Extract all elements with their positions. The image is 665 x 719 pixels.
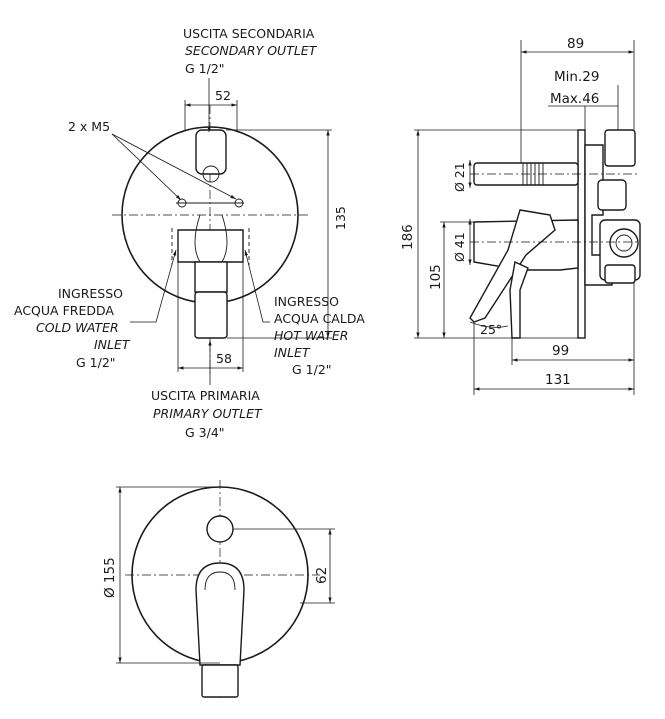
- plate-handle-inner: [204, 571, 236, 591]
- side-mid-connector: [597, 179, 627, 211]
- dim-62-label: 62: [314, 567, 330, 584]
- dim-105-label: 105: [428, 264, 444, 290]
- hot-inlet-line1: INGRESSO: [274, 294, 339, 309]
- side-bottom-connector: [604, 264, 636, 284]
- dim-58-label: 58: [216, 351, 232, 366]
- screws-leader-2: [111, 133, 237, 200]
- secondary-outlet-size: G 1/2": [185, 61, 225, 76]
- primary-outlet-title-it: USCITA PRIMARIA: [151, 388, 260, 403]
- cold-inlet-line3: COLD WATER: [36, 320, 119, 335]
- dim-131-label: 131: [545, 372, 571, 388]
- valve-waist: [194, 214, 228, 263]
- hot-inlet-line2: ACQUA CALDA: [274, 311, 365, 326]
- plate-lever: [201, 664, 239, 698]
- dim-89-label: 89: [567, 36, 584, 52]
- side-top-connector: [604, 129, 636, 167]
- primary-outlet-size: G 3/4": [185, 425, 225, 440]
- cold-inlet-line1: INGRESSO: [58, 286, 123, 301]
- cold-inlet-line2: ACQUA FREDDA: [14, 303, 114, 318]
- hot-inlet-line4: INLET: [274, 345, 311, 360]
- secondary-outlet-title-it: USCITA SECONDARIA: [183, 26, 315, 41]
- dim-52-label: 52: [215, 88, 231, 103]
- side-wall-plate: [577, 129, 586, 339]
- valve-body: [177, 229, 244, 263]
- screws-label: 2 x M5: [68, 119, 110, 134]
- dim-d155-label: Ø 155: [102, 557, 118, 598]
- plate-outlet-hole: [206, 515, 234, 543]
- secondary-outlet-port: [202, 165, 220, 183]
- dim-angle-arc: [469, 321, 509, 328]
- dim-135-label: 135: [333, 206, 348, 230]
- dim-d41-label: Ø 41: [452, 232, 467, 262]
- side-lever: [469, 209, 556, 323]
- hot-inlet-line3: HOT WATER: [274, 328, 348, 343]
- dim-max-label: Max.46: [550, 91, 599, 107]
- cold-inlet-line4: INLET: [94, 337, 131, 352]
- hot-inlet-size: G 1/2": [292, 362, 332, 377]
- secondary-outlet-title-en: SECONDARY OUTLET: [185, 43, 318, 58]
- screws-leader-1: [111, 133, 182, 201]
- dim-angle-label: 25°: [480, 322, 502, 337]
- cold-inlet-leader: [130, 249, 177, 323]
- secondary-outlet-body: [195, 129, 227, 175]
- front-view: 52 58 135 USCITA SECONDARIA SECONDARY OU…: [14, 26, 365, 440]
- primary-outlet-title-en: PRIMARY OUTLET: [153, 406, 263, 421]
- dim-d21-label: Ø 21: [452, 162, 467, 192]
- side-inlet-port: [609, 228, 639, 258]
- plate-view: Ø 155 62: [102, 480, 335, 700]
- side-valve-box: [584, 144, 613, 286]
- plate-handle: [195, 562, 245, 666]
- primary-outlet-pipe: [194, 291, 228, 339]
- dim-min-label: Min.29: [554, 69, 599, 85]
- hot-inlet-leader: [244, 249, 270, 323]
- primary-outlet-body: [194, 261, 228, 293]
- dim-186-label: 186: [400, 224, 416, 250]
- side-inlet-port-inner: [615, 234, 633, 252]
- side-view: 89 Min.29 Max.46 Ø 21 Ø 41 186 105 25° 9…: [400, 36, 641, 395]
- side-handle-cap: [509, 260, 529, 339]
- dim-99-label: 99: [552, 343, 569, 359]
- cold-inlet-size: G 1/2": [76, 355, 116, 370]
